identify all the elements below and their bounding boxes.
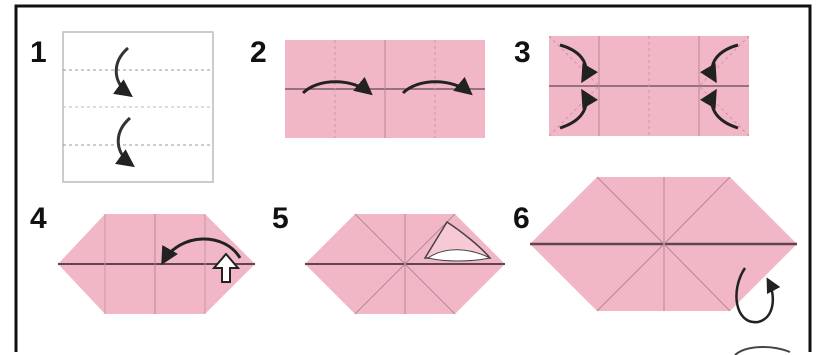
step-1: 1	[30, 32, 213, 182]
step-4: 4	[30, 202, 255, 314]
partial-next-step	[735, 347, 790, 355]
step-6: 6	[513, 177, 797, 322]
step-number: 6	[513, 202, 530, 235]
step-number: 3	[514, 36, 531, 69]
step-number: 4	[30, 202, 47, 235]
step-3: 3	[514, 36, 749, 136]
step-number: 5	[272, 202, 289, 235]
step-number: 1	[30, 36, 47, 69]
step-number: 2	[250, 36, 267, 69]
step-5: 5	[272, 202, 505, 314]
step-2: 2	[250, 36, 485, 138]
